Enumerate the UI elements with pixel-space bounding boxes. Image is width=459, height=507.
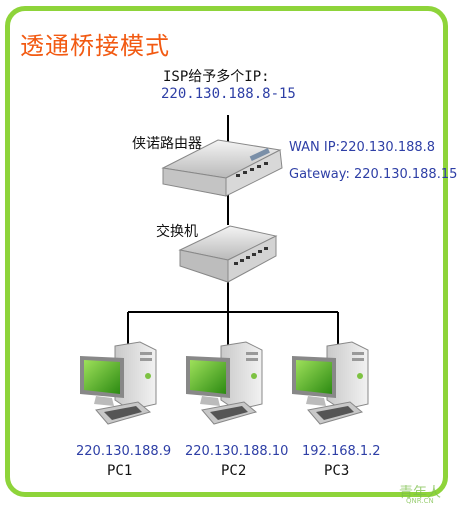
switch-label: 交换机 (156, 224, 198, 240)
pc2-name: PC2 (221, 463, 247, 479)
pc1-computer-icon (80, 341, 157, 425)
isp-ip-range: 220.130.188.8-15 (161, 86, 296, 102)
pc2-ip: 220.130.188.10 (185, 444, 289, 459)
connection-lines (127, 115, 339, 345)
router-wan-ip: WAN IP:220.130.188.8 (289, 140, 436, 155)
pc3-computer-icon (292, 341, 369, 425)
watermark-sub: QNR.CN (406, 497, 434, 505)
switch-icon (178, 225, 278, 283)
router-icon (161, 139, 283, 197)
router-label: 侠诺路由器 (132, 136, 202, 152)
router-gateway: Gateway: 220.130.188.15 (289, 167, 458, 182)
diagram-title: 透通桥接模式 (20, 32, 170, 60)
pc1-name: PC1 (107, 463, 133, 479)
pc1-ip: 220.130.188.9 (76, 444, 172, 459)
pc2-computer-icon (186, 341, 263, 425)
pc3-ip: 192.168.1.2 (302, 444, 381, 459)
watermark-logo: 青年人 (399, 485, 441, 501)
isp-label: ISP给予多个IP: (163, 69, 270, 85)
pc3-name: PC3 (324, 463, 350, 479)
